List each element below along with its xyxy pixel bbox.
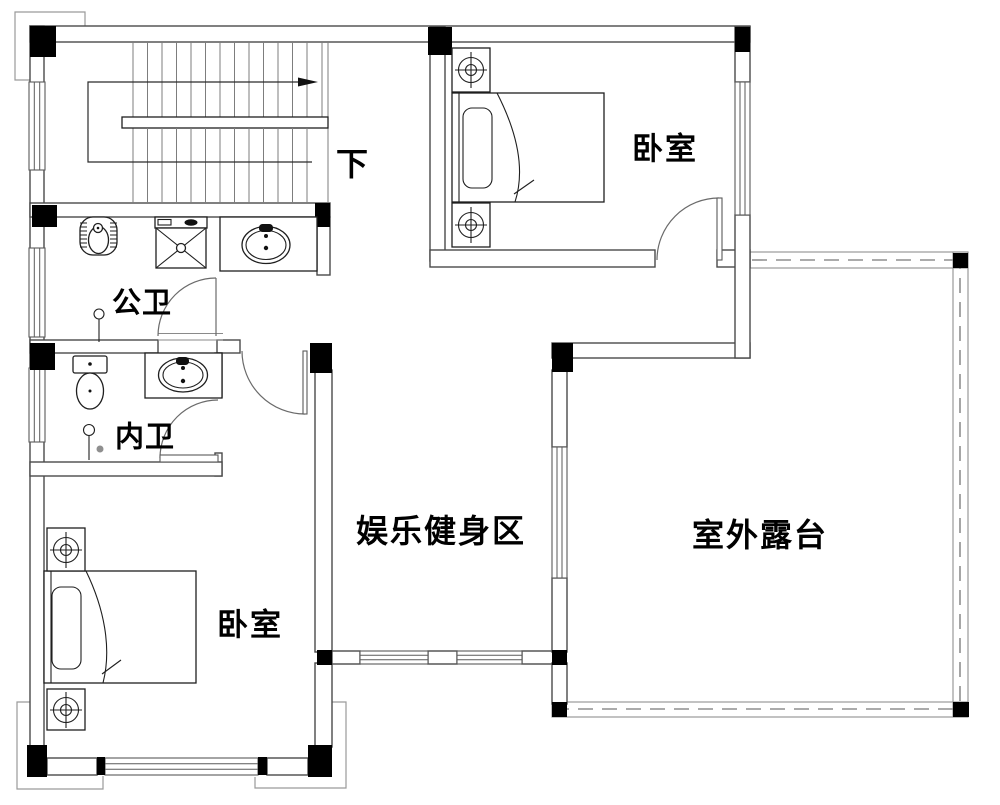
window-fitness-terrace bbox=[551, 446, 568, 579]
nightstand-icon bbox=[451, 202, 491, 248]
door-public-bathroom bbox=[157, 277, 223, 341]
toilet-icon bbox=[72, 355, 108, 410]
stair-railing bbox=[121, 116, 329, 129]
label-bedroom-bottom-left: 卧室 bbox=[217, 607, 283, 644]
window-left-public-bath bbox=[28, 247, 46, 338]
label-private-bathroom: 内卫 bbox=[114, 419, 176, 454]
staircase bbox=[87, 42, 329, 203]
stair-direction-arrow-icon bbox=[298, 77, 318, 87]
nightstand-icon bbox=[46, 688, 86, 731]
label-fitness-area: 娱乐健身区 bbox=[355, 512, 527, 550]
door-hall-to-bedroom-corridor bbox=[241, 350, 308, 415]
door-private-bathroom bbox=[159, 399, 219, 463]
window-left-private-bath bbox=[28, 367, 46, 443]
sink-public-bath-icon bbox=[219, 216, 318, 272]
window-bedroom-bottom-left bbox=[104, 757, 259, 776]
window-left-stair bbox=[28, 81, 46, 171]
stair-walk-line bbox=[87, 81, 312, 163]
squat-toilet-icon bbox=[79, 216, 118, 256]
window-fitness-bottom-2 bbox=[456, 650, 523, 665]
bed-bottom-left bbox=[43, 570, 197, 684]
label-stair-direction: 下 bbox=[335, 145, 371, 183]
doors bbox=[157, 197, 723, 463]
shower-icon bbox=[154, 216, 208, 269]
fixtures bbox=[43, 47, 605, 731]
lamp-public-bath-icon bbox=[93, 308, 105, 342]
columns bbox=[27, 26, 969, 777]
door-bedroom-top-right bbox=[656, 197, 723, 261]
label-public-bathroom: 公卫 bbox=[111, 285, 173, 320]
label-outdoor-terrace: 室外露台 bbox=[691, 516, 829, 554]
sink-private-bath-icon bbox=[144, 352, 223, 399]
window-bedroom-top-right bbox=[734, 81, 751, 216]
terrace-railing bbox=[551, 251, 969, 718]
bed-top-right bbox=[451, 92, 605, 203]
window-fitness-bottom-1 bbox=[359, 650, 429, 665]
nightstand-icon bbox=[451, 47, 491, 93]
exterior-outlines bbox=[14, 11, 347, 790]
nightstand-icon bbox=[46, 527, 86, 572]
label-bedroom-top-right: 卧室 bbox=[632, 131, 698, 168]
lamp-private-bath-icon bbox=[82, 423, 104, 460]
